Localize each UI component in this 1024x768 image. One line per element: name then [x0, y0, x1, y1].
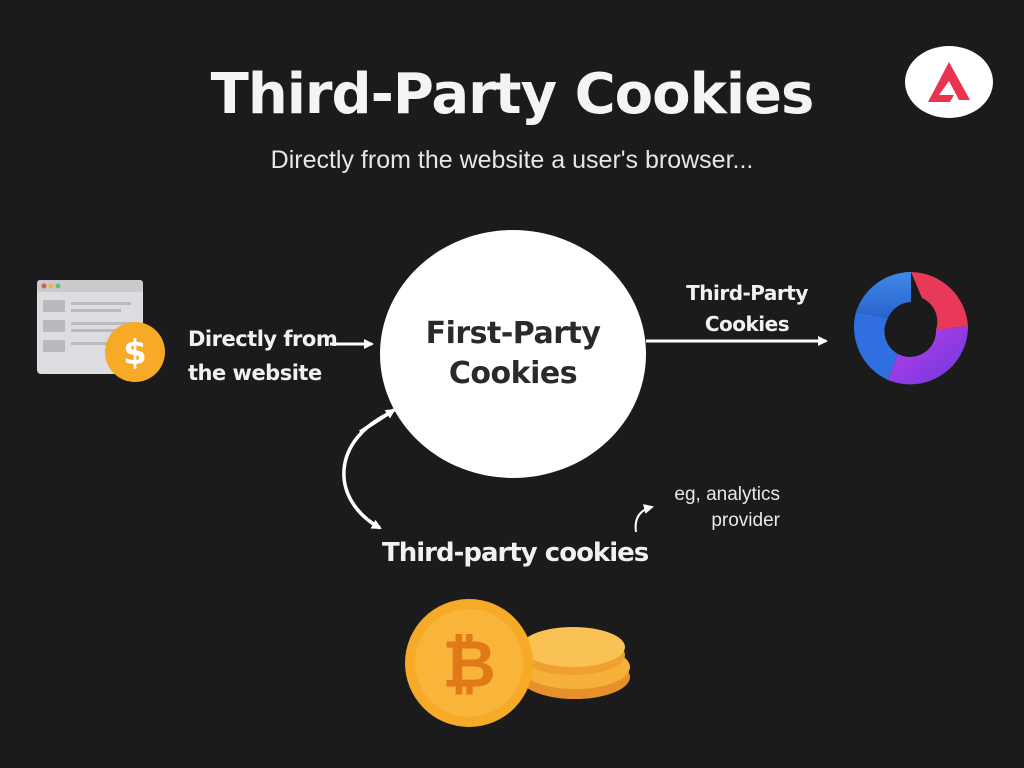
circular-segments-icon [853, 272, 969, 385]
label-third-party-cookies: Third-Party Cookies [686, 281, 808, 336]
label-third-party-cookies-bottom: Third-party cookies [382, 538, 649, 568]
dollar-coin-icon: $ [105, 322, 165, 382]
browser-window-icon: $ [37, 280, 165, 382]
page-title: Third-Party Cookies [210, 62, 815, 127]
svg-text:₿: ₿ [442, 626, 496, 703]
first-party-line2: Cookies [448, 356, 578, 391]
arrow-note-pointer [634, 504, 654, 533]
bitcoin-coins-icon: ₿ [405, 599, 630, 727]
page-subtitle: Directly from the website a user's brows… [270, 146, 754, 174]
first-party-cookies-node: First-Party Cookies [380, 230, 646, 478]
svg-text:$: $ [123, 333, 147, 373]
arrow-curved-bidirectional [342, 410, 393, 530]
note-analytics-provider: eg, analytics provider [674, 484, 780, 531]
brand-logo-icon [905, 46, 993, 118]
label-directly-from-website: Directly from the website [188, 327, 338, 385]
first-party-line1: First-Party [425, 316, 601, 351]
